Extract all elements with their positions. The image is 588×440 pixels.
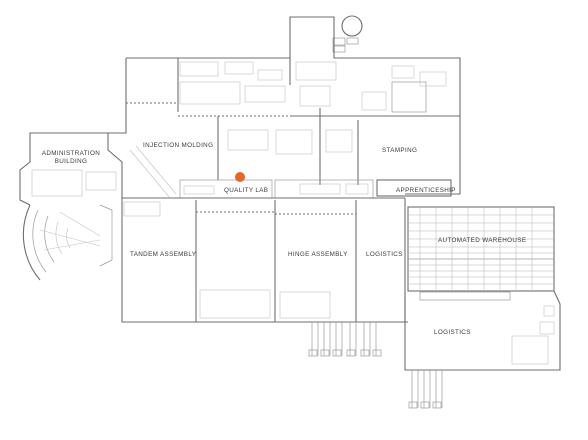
label-hinge-assembly: HINGE ASSEMBLY bbox=[288, 251, 348, 258]
label-administration-line1: ADMINISTRATION bbox=[42, 150, 100, 157]
label-injection-molding: INJECTION MOLDING bbox=[143, 142, 213, 149]
label-administration-line2: BUILDING bbox=[55, 158, 88, 165]
label-tandem-assembly: TANDEM ASSEMBLY bbox=[130, 251, 197, 258]
label-automated-warehouse: AUTOMATED WAREHOUSE bbox=[438, 237, 526, 244]
automated-warehouse bbox=[407, 206, 555, 301]
tank-structure bbox=[332, 15, 363, 53]
location-marker-dot[interactable] bbox=[235, 172, 245, 182]
building-outline bbox=[107, 16, 461, 323]
machinery-details bbox=[123, 61, 447, 319]
logistics-building bbox=[404, 290, 561, 371]
label-logistics-middle: LOGISTICS bbox=[366, 251, 403, 258]
label-apprenticeship: APPRENTICESHIP bbox=[396, 187, 456, 194]
label-logistics-lower: LOGISTICS bbox=[434, 329, 471, 336]
label-stamping: STAMPING bbox=[382, 147, 417, 154]
label-quality-lab: QUALITY LAB bbox=[224, 187, 268, 194]
loading-docks bbox=[308, 322, 443, 409]
administration-building bbox=[19, 132, 117, 281]
